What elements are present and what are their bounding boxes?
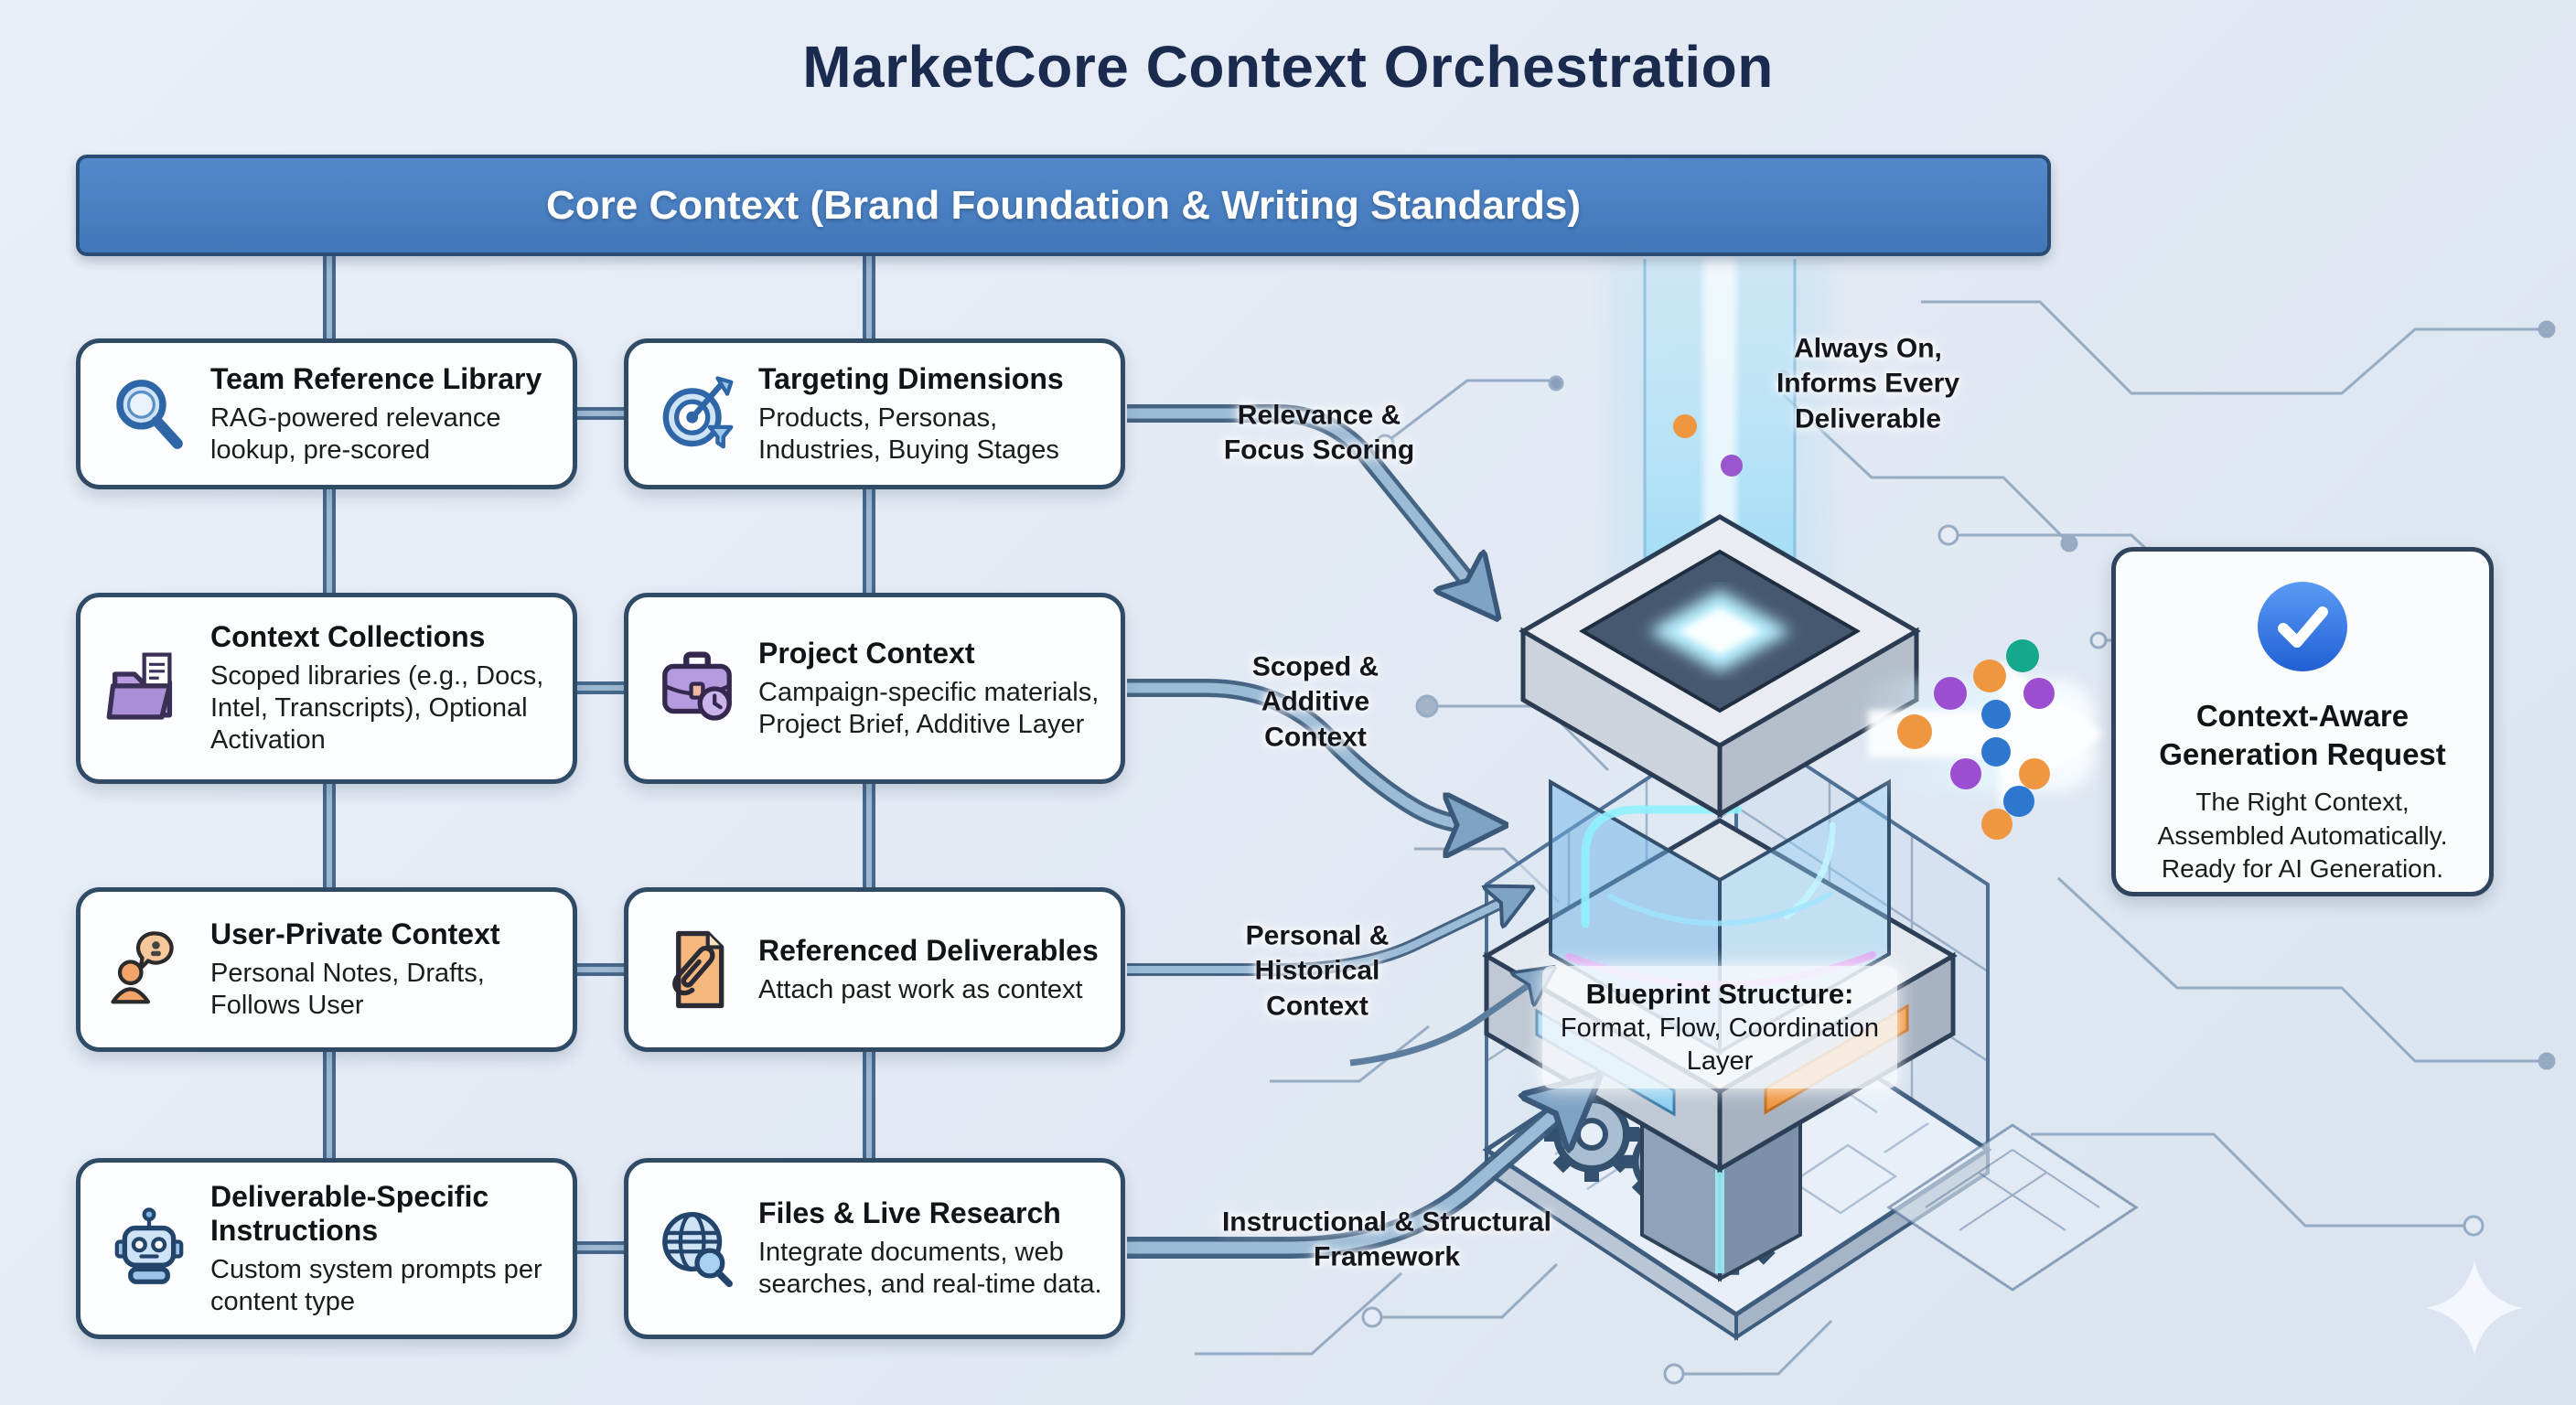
card-deliverable-specific-instructions: Deliverable-Specific Instructions Custom… <box>76 1158 577 1339</box>
beam-dot-purple <box>1721 455 1743 477</box>
card-files-live-research: Files & Live Research Integrate document… <box>624 1158 1125 1339</box>
globe-search-icon <box>650 1205 744 1292</box>
target-icon <box>650 370 744 458</box>
output-spray <box>1857 639 2104 840</box>
blueprint-title: Blueprint Structure: <box>1585 978 1854 1010</box>
always-on-label: Always On, Informs Every Deliverable <box>1776 333 1960 434</box>
pipe-relevance <box>1127 408 1487 606</box>
blueprint-body: Format, Flow, Coordination Layer <box>1560 1014 1880 1076</box>
card-team-reference-library: Team Reference Library RAG-powered relev… <box>76 338 577 489</box>
card-referenced-deliverables: Referenced Deliverables Attach past work… <box>624 887 1125 1052</box>
core-context-banner: Core Context (Brand Foundation & Writing… <box>76 155 2051 256</box>
blueprint-sheet <box>1886 1123 2139 1292</box>
checkmark-icon <box>2255 579 2350 679</box>
card-body: Products, Personas, Industries, Buying S… <box>758 402 1059 465</box>
card-title: User-Private Context <box>210 917 500 951</box>
pipe-instructional <box>1127 1089 1584 1254</box>
robot-icon <box>102 1205 196 1292</box>
flow-label-personal: Personal & Historical Context <box>1245 920 1390 1022</box>
card-project-context: Project Context Campaign-specific materi… <box>624 593 1125 784</box>
card-body: Custom system prompts per content type <box>210 1254 542 1316</box>
flow-label-scoped: Scoped & Additive Context <box>1251 651 1379 753</box>
briefcase-icon <box>650 645 744 733</box>
pipe-scoped <box>1127 682 1489 825</box>
spray-dots <box>1897 639 2055 840</box>
card-user-private-context: User-Private Context Personal Notes, Dra… <box>76 887 577 1052</box>
card-title: Deliverable-Specific Instructions <box>210 1179 489 1247</box>
card-body: Attach past work as context <box>758 974 1083 1004</box>
card-title: Context Collections <box>210 620 486 654</box>
card-title: Files & Live Research <box>758 1196 1061 1230</box>
card-title: Referenced Deliverables <box>758 933 1099 967</box>
machine-top-cap <box>1519 514 1921 819</box>
context-aware-generation-card: Context-Aware Generation Request The Rig… <box>2111 547 2494 896</box>
card-context-collections: Context Collections Scoped libraries (e.… <box>76 593 577 784</box>
card-body: Scoped libraries (e.g., Docs, Intel, Tra… <box>210 661 544 755</box>
search-icon <box>102 370 196 458</box>
card-body: Campaign-specific materials, Project Bri… <box>758 677 1100 739</box>
flow-pipes <box>1127 404 1586 1259</box>
paperclip-icon <box>650 926 744 1014</box>
card-title: Targeting Dimensions <box>758 361 1064 395</box>
folder-icon <box>102 645 196 733</box>
pipe-personal <box>1127 893 1522 973</box>
card-title: Project Context <box>758 636 975 670</box>
output-card-body: The Right Context, Assembled Automatical… <box>2157 788 2448 883</box>
blueprint-structure-panel: Blueprint Structure: Format, Flow, Coord… <box>1542 966 1897 1089</box>
sparkle-icon <box>2426 1260 2523 1356</box>
page-title: MarketCore Context Orchestration <box>802 34 1774 100</box>
card-body: Integrate documents, web searches, and r… <box>758 1238 1102 1300</box>
beam-dot-orange <box>1673 414 1697 438</box>
banner-label: Core Context (Brand Foundation & Writing… <box>546 182 1581 228</box>
flow-label-relevance: Relevance & Focus Scoring <box>1223 400 1415 466</box>
user-speech-icon <box>102 926 196 1014</box>
flow-label-instructional: Instructional & Structural Framework <box>1221 1207 1552 1272</box>
card-body: Personal Notes, Drafts, Follows User <box>210 959 485 1021</box>
card-targeting-dimensions: Targeting Dimensions Products, Personas,… <box>624 338 1125 489</box>
card-body: RAG-powered relevance lookup, pre-scored <box>210 402 501 465</box>
card-title: Team Reference Library <box>210 361 542 395</box>
output-card-title: Context-Aware Generation Request <box>2159 699 2446 771</box>
